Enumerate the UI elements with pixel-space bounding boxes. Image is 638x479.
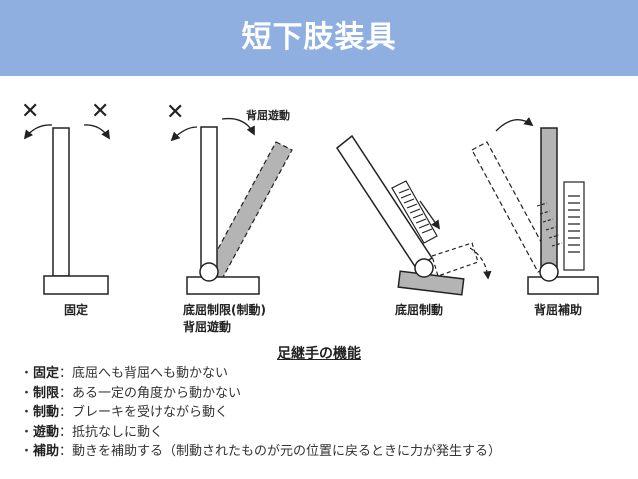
- separator: ：: [59, 366, 73, 381]
- list-item: ・制限：ある一定の角度から動かない: [20, 384, 501, 404]
- cross-mark-icon: ✕: [91, 99, 109, 124]
- function-term: 補助: [33, 444, 60, 459]
- caption-fixed: 固定: [64, 303, 89, 317]
- ankle-joint: [199, 262, 219, 282]
- functions-list: ・固定：底屈へも背屈へも動かない ・制限：ある一定の角度から動かない ・制動：ブ…: [20, 364, 501, 462]
- caption-dorsiflexion-assist: 背屈補助: [534, 303, 583, 317]
- caption-plantarflexion-limit: 底屈制限(制動): [183, 303, 266, 317]
- rotation-arrow-icon: [83, 124, 110, 140]
- function-description: ある一定の角度から動かない: [72, 385, 242, 401]
- panel-plantarflexion-limit: ✕ 背屈遊動: [166, 100, 293, 295]
- functions-title: 足継手の機能: [277, 346, 361, 362]
- function-term: 制動: [33, 405, 60, 420]
- foot-plate: [527, 276, 599, 295]
- upright-bar: [335, 134, 434, 270]
- list-item: ・制動：ブレーキを受けながら動く: [20, 403, 501, 423]
- page-title: 短下肢装具: [241, 20, 397, 55]
- joint-diagrams-svg: ✕ ✕ ✕ 背屈遊動: [21, 99, 599, 296]
- bullet: ・: [20, 444, 34, 459]
- cross-mark-icon: ✕: [166, 100, 184, 125]
- function-description: 動きを補助する（制動されたものが元の位置に戻るときに力が発生する）: [72, 444, 502, 459]
- rotation-arrow-icon: [23, 124, 53, 140]
- upright-bar: [200, 126, 218, 273]
- rotation-arrow-icon: [170, 126, 198, 142]
- foot-plate: [43, 275, 109, 295]
- shaded-foot-plate: [397, 270, 465, 296]
- function-description: ブレーキを受けながら動く: [72, 405, 229, 420]
- separator: ：: [59, 385, 73, 401]
- rotation-arrow-icon: [469, 247, 492, 280]
- bullet: ・: [20, 385, 34, 401]
- caption-dorsiflexion-free: 背屈遊動: [183, 320, 232, 334]
- caption-plantarflexion-brake: 底屈制動: [395, 303, 444, 317]
- panel-plantarflexion-brake: [335, 134, 492, 296]
- separator: ：: [59, 405, 73, 420]
- shaded-upright-bar: [540, 127, 558, 274]
- panel-dorsiflexion-assist: [471, 116, 599, 295]
- function-term: 制限: [33, 385, 60, 401]
- list-item: ・固定：底屈へも背屈へも動かない: [20, 364, 501, 384]
- dashed-spring-icon: [536, 202, 563, 247]
- orthosis-joint-diagram: ✕ ✕ ✕ 背屈遊動: [0, 78, 638, 340]
- shaded-moved-bar: [205, 141, 293, 280]
- brake-arrow-icon: [419, 200, 441, 230]
- function-term: 固定: [33, 366, 60, 381]
- dashed-foot-outline: [431, 242, 479, 277]
- function-description: 底屈へも背屈へも動かない: [72, 366, 229, 381]
- rotation-arrow-icon: [495, 116, 534, 132]
- separator: ：: [59, 444, 73, 459]
- bullet: ・: [20, 366, 34, 381]
- spring-coil-icon: [398, 188, 433, 234]
- ankle-joint: [414, 258, 434, 278]
- upright-bar: [52, 127, 70, 277]
- rotation-arrow-icon: [221, 117, 255, 136]
- list-item: ・補助：動きを補助する（制動されたものが元の位置に戻るときに力が発生する）: [20, 442, 501, 462]
- spring-housing: [563, 181, 585, 271]
- title-banner: 短下肢装具: [0, 0, 638, 76]
- separator: ：: [59, 424, 73, 440]
- foot-plate: [186, 276, 260, 295]
- ankle-joint: [539, 262, 559, 282]
- dorsiflexion-free-annotation: 背屈遊動: [246, 108, 290, 122]
- function-description: 抵抗なしに動く: [72, 424, 164, 440]
- spring-coil-icon: [568, 195, 580, 253]
- function-term: 遊動: [33, 424, 60, 440]
- cross-mark-icon: ✕: [21, 99, 39, 124]
- bullet: ・: [20, 424, 34, 440]
- bullet: ・: [20, 405, 34, 420]
- list-item: ・遊動：抵抗なしに動く: [20, 423, 501, 443]
- panel-fixed: ✕ ✕: [21, 99, 110, 295]
